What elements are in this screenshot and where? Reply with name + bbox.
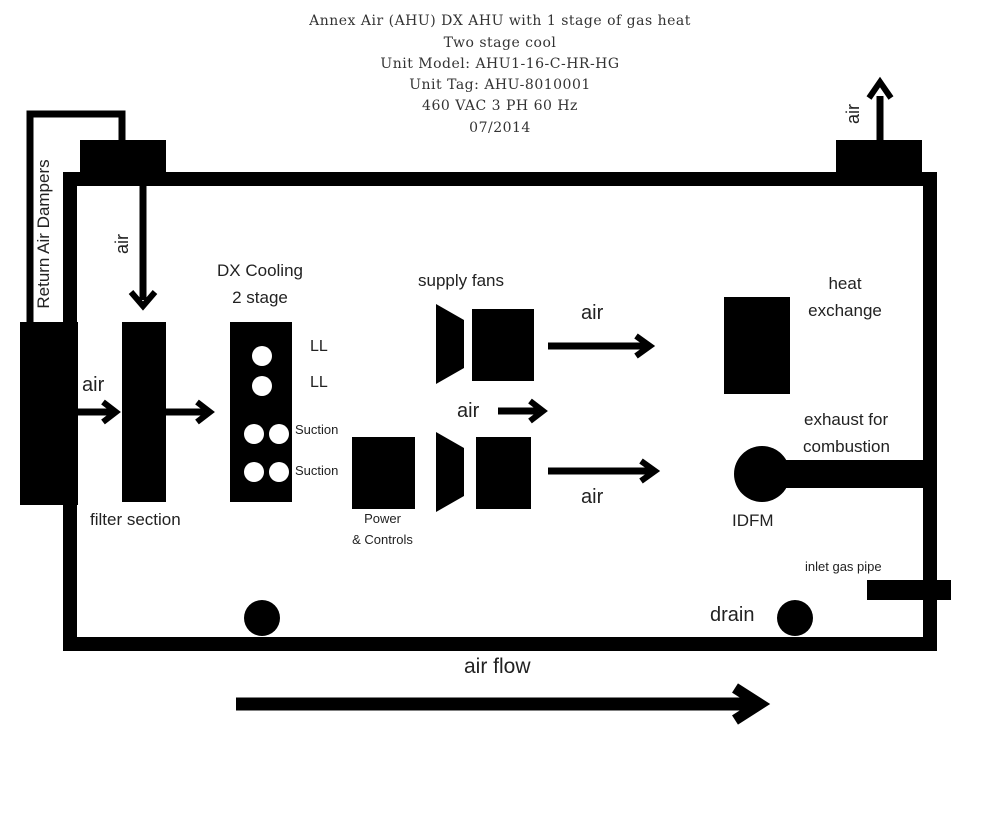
title-line-2: Two stage cool (443, 35, 557, 51)
suction-port-1b (269, 424, 289, 444)
fan2-air-label: air (581, 486, 604, 508)
return-air-dampers-label: Return Air Dampers (34, 159, 53, 309)
supply-fan-2-housing (436, 432, 464, 512)
exchange-label: exchange (808, 301, 882, 320)
return-air-damper-block (20, 322, 78, 505)
suction-port-2b (269, 462, 289, 482)
unit-model: Unit Model: AHU1-16-C-HR-HG (380, 56, 620, 72)
heat-exchanger-block (724, 297, 790, 394)
drain-label: drain (710, 604, 755, 626)
ll-label-2: LL (310, 374, 328, 391)
exhaust-air-label: air (843, 104, 863, 125)
exhaust-arrow-head (866, 76, 894, 100)
fan1-arrow-head (634, 333, 656, 359)
return-duct (26, 110, 126, 330)
fan1-air-label: air (581, 302, 604, 324)
mid-arrow-head (528, 398, 548, 424)
ll-label-1: LL (310, 338, 328, 355)
inlet-arrow-head (101, 399, 121, 425)
supply-fan-1-motor (472, 309, 534, 381)
combustion-exhaust-pipe (762, 460, 930, 488)
return-air-label: air (112, 234, 132, 255)
heat-label: heat (828, 274, 862, 293)
idfm-label: IDFM (732, 511, 774, 530)
fan2-arrow-head (639, 458, 661, 484)
supply-fan-2-motor (476, 437, 531, 509)
inlet-gas-pipe-label: inlet gas pipe (805, 559, 882, 574)
drain-right (777, 600, 813, 636)
power-label: Power (364, 511, 401, 526)
drain-left (244, 600, 280, 636)
title-line-1: Annex Air (AHU) DX AHU with 1 stage of g… (309, 13, 691, 29)
airflow-arrow-head (732, 683, 771, 725)
inlet-air-label: air (82, 374, 105, 396)
exhaust-outlet-block (836, 140, 922, 184)
power-controls-block (352, 437, 415, 509)
date: 07/2014 (469, 120, 531, 136)
suction-port-1a (244, 424, 264, 444)
electrical-spec: 460 VAC 3 PH 60 Hz (422, 98, 578, 114)
exhaust-for-label: exhaust for (804, 410, 889, 429)
dx-cooling-stage-label: 2 stage (232, 288, 288, 307)
ll-port-1 (252, 346, 272, 366)
dx-cooling-label: DX Cooling (217, 261, 303, 280)
suction-label-2: Suction (295, 463, 339, 478)
controls-label: & Controls (352, 532, 413, 547)
suction-label-1: Suction (295, 422, 339, 437)
mid-air-label: air (457, 400, 480, 422)
air-flow-label: air flow (464, 655, 531, 678)
filter-block (122, 322, 166, 502)
return-arrow-head (128, 290, 158, 311)
filter-section-label: filter section (90, 510, 181, 529)
ll-port-2 (252, 376, 272, 396)
inlet-gas-pipe (867, 580, 951, 600)
supply-fan-1-housing (436, 304, 464, 384)
combustion-label: combustion (803, 437, 890, 456)
filter-arrow-head (195, 399, 215, 425)
suction-port-2a (244, 462, 264, 482)
unit-tag: Unit Tag: AHU-8010001 (409, 77, 591, 93)
supply-fans-label: supply fans (418, 271, 504, 290)
return-inlet-block (80, 140, 166, 184)
